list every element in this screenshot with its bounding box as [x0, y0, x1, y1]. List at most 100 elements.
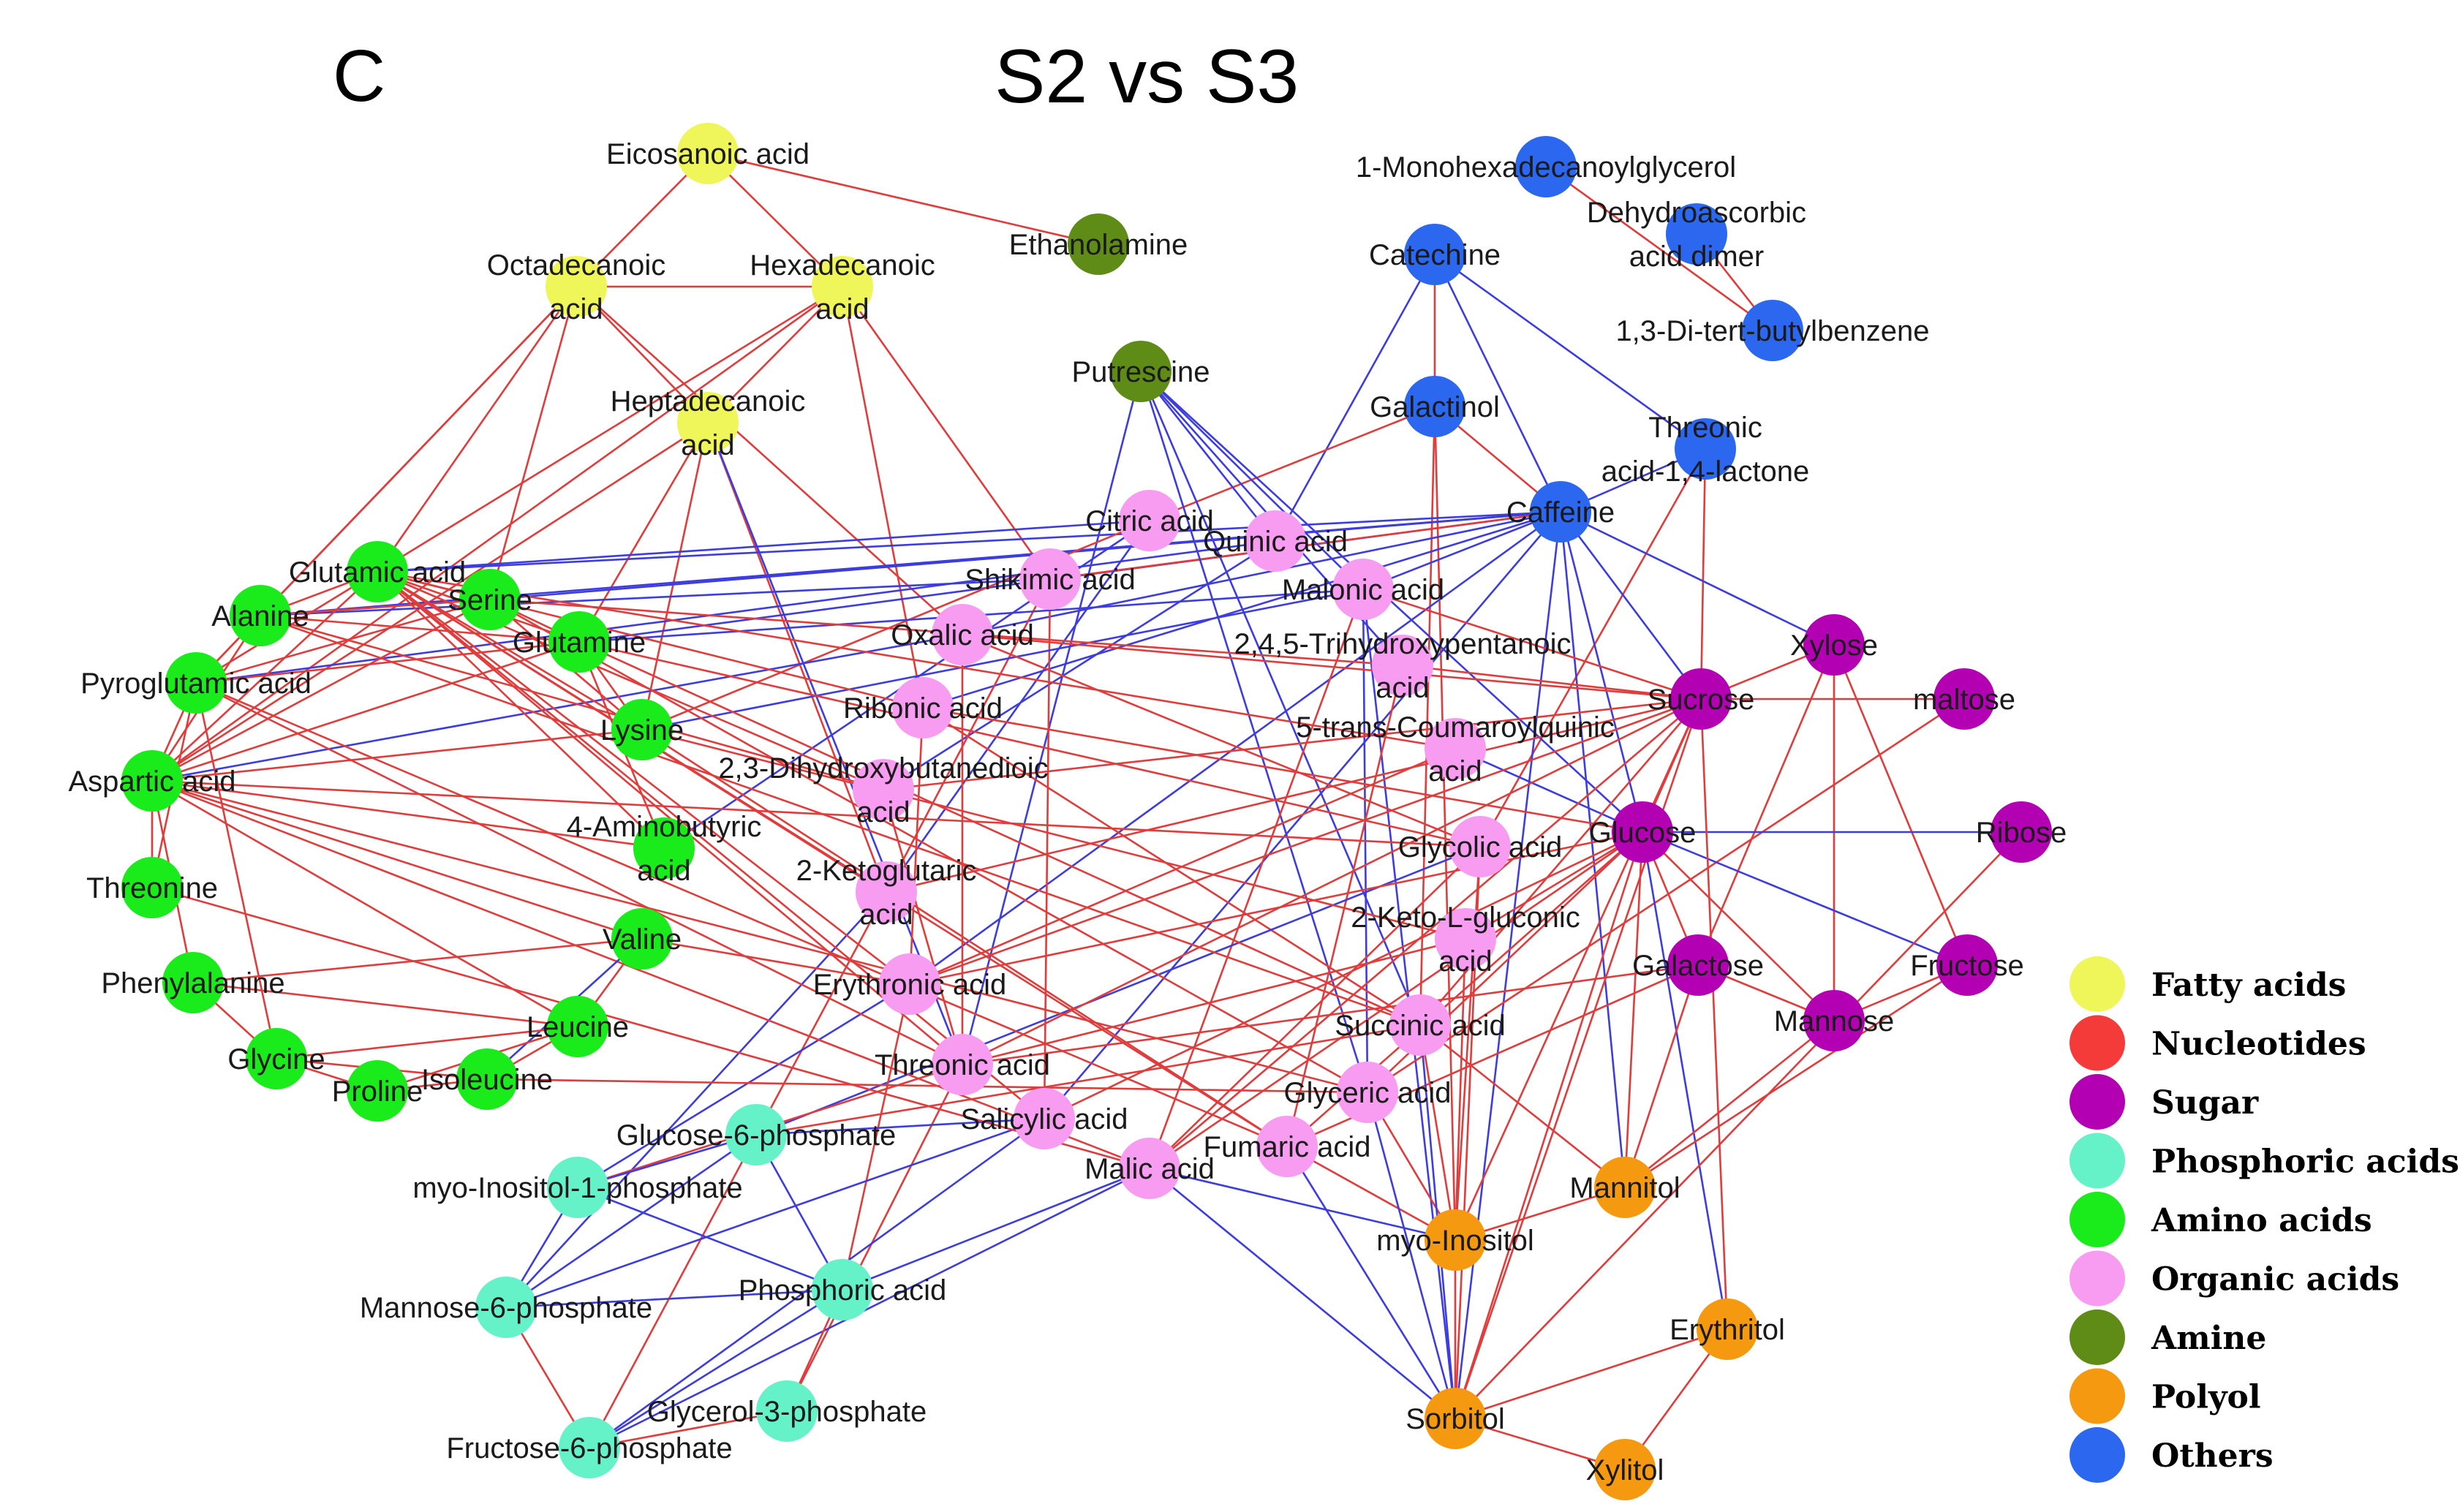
edge-heptadecanoic-ketoglutaric — [706, 422, 888, 893]
edge-ketogluconic-glucose — [1465, 831, 1643, 940]
node-erythronic[interactable] — [879, 953, 940, 1015]
edge-phenylalanine-valine — [192, 937, 643, 984]
edge-ribonic-erythronic — [908, 707, 924, 985]
edge-eicosanoic-ethanolamine — [707, 152, 1099, 246]
node-myoinositol[interactable] — [1425, 1209, 1486, 1271]
node-ethanolamine[interactable] — [1068, 213, 1129, 275]
node-ribose[interactable] — [1991, 801, 2052, 863]
node-lysine[interactable] — [611, 699, 673, 760]
node-ketoglutaric[interactable] — [856, 861, 917, 923]
node-octadecanoic[interactable] — [546, 256, 607, 317]
edge-hexadecanoic-aspartic — [151, 285, 843, 782]
node-label-shikimic: Shikimic acid — [965, 564, 1135, 596]
node-maltose[interactable] — [1933, 668, 1995, 730]
node-aminobutyric[interactable] — [633, 817, 695, 879]
node-dihydroxybutanedioic[interactable] — [853, 759, 914, 820]
node-glyceric[interactable] — [1337, 1062, 1398, 1123]
node-ketogluconic[interactable] — [1435, 908, 1496, 969]
node-malic[interactable] — [1119, 1138, 1180, 1199]
node-galactinol[interactable] — [1404, 376, 1465, 437]
node-phenylalanine[interactable] — [162, 952, 224, 1013]
node-leucine[interactable] — [547, 996, 608, 1057]
edge-myoinositol-succinic — [1419, 1024, 1457, 1241]
node-label-xylitol: Xylitol — [1586, 1454, 1664, 1486]
edge-malic-fructose6p — [589, 1167, 1150, 1449]
node-shikimic[interactable] — [1019, 548, 1081, 610]
edge-octadecanoic-heptadecanoic — [576, 286, 709, 423]
node-sucrose[interactable] — [1670, 668, 1732, 730]
node-xylose[interactable] — [1803, 614, 1865, 676]
edge-malonic-malic — [1148, 589, 1365, 1169]
node-coumaroylquinic[interactable] — [1425, 718, 1486, 779]
node-ribonic[interactable] — [892, 677, 954, 738]
node-proline[interactable] — [347, 1060, 408, 1122]
node-fumaric[interactable] — [1256, 1116, 1318, 1177]
node-fructose[interactable] — [1936, 934, 1998, 996]
edge-glyceric-aspartic — [151, 779, 1368, 1094]
node-caffeine[interactable] — [1530, 481, 1591, 543]
node-eicosanoic[interactable] — [677, 123, 739, 184]
node-succinic[interactable] — [1389, 994, 1451, 1056]
edge-oxalic-sucrose — [962, 633, 1702, 700]
node-glycerol3p[interactable] — [756, 1380, 818, 1442]
edge-salicylic-mannose6p — [505, 1117, 1045, 1309]
node-mannose[interactable] — [1803, 990, 1865, 1051]
node-putrescine[interactable] — [1110, 341, 1171, 402]
edge-succinic-glutamine — [578, 640, 1421, 1027]
node-valine[interactable] — [611, 908, 673, 969]
node-glutamic[interactable] — [347, 541, 408, 602]
node-dehydroascorbic[interactable] — [1666, 203, 1727, 265]
node-xylitol[interactable] — [1594, 1439, 1656, 1500]
node-mannitol[interactable] — [1594, 1157, 1656, 1218]
edge-pyroglutamic-glycine — [195, 682, 278, 1059]
node-label-salicylic: Salicylic acid — [961, 1103, 1128, 1135]
node-threonic[interactable] — [932, 1034, 993, 1095]
node-mannose6p[interactable] — [475, 1277, 537, 1338]
edge-sorbitol-ribose — [1455, 831, 2022, 1419]
edge-glycolic-glutamine — [578, 640, 1481, 848]
node-isoleucine[interactable] — [456, 1048, 518, 1110]
node-glucose[interactable] — [1612, 801, 1673, 863]
node-glucose6p[interactable] — [725, 1104, 787, 1165]
edge-erythronic-valine — [641, 937, 910, 986]
node-monohexadecanoylglycerol[interactable] — [1515, 136, 1577, 197]
node-sorbitol[interactable] — [1425, 1388, 1486, 1449]
edge-mannitol-mannose — [1624, 1019, 1835, 1189]
legend-label-sugar: Sugar — [2151, 1084, 2259, 1122]
node-glycolic[interactable] — [1449, 816, 1511, 877]
node-trihydroxypentanoic[interactable] — [1372, 635, 1433, 696]
edge-glutamic-lysine — [377, 570, 643, 731]
node-phosphoric[interactable] — [812, 1259, 873, 1320]
legend-swatch-fatty — [2070, 956, 2125, 1012]
node-citric[interactable] — [1119, 490, 1180, 551]
node-catechine[interactable] — [1404, 224, 1465, 285]
node-inositol1p[interactable] — [547, 1157, 608, 1218]
node-erythritol[interactable] — [1697, 1299, 1758, 1360]
node-glutamine[interactable] — [548, 611, 610, 673]
legend-swatch-others — [2070, 1427, 2125, 1483]
node-aspartic[interactable] — [121, 750, 183, 812]
edge-maltose-glyceric — [1367, 698, 1965, 1094]
node-oxalic[interactable] — [932, 604, 993, 665]
node-heptadecanoic[interactable] — [677, 392, 739, 453]
node-serine[interactable] — [459, 569, 521, 630]
node-label-dehydroascorbic: acid dimer — [1629, 241, 1765, 273]
node-glycine[interactable] — [246, 1028, 307, 1089]
node-label-mannose: Mannose — [1774, 1005, 1895, 1037]
node-alanine[interactable] — [230, 585, 291, 646]
diagram-title: S2 vs S3 — [995, 34, 1299, 119]
node-threoniclactone[interactable] — [1675, 418, 1736, 480]
node-ditertbutylbenzene[interactable] — [1742, 300, 1803, 361]
node-hexadecanoic[interactable] — [812, 256, 873, 317]
node-fructose6p[interactable] — [559, 1417, 620, 1478]
node-label-sorbitol: Sorbitol — [1406, 1403, 1505, 1435]
edge-octadecanoic-glutamic — [376, 286, 578, 572]
node-quinic[interactable] — [1245, 510, 1306, 572]
node-salicylic[interactable] — [1014, 1088, 1075, 1149]
node-galactose[interactable] — [1667, 934, 1729, 996]
node-pyroglutamic[interactable] — [165, 652, 227, 714]
node-malonic[interactable] — [1332, 559, 1394, 620]
node-threonine[interactable] — [121, 857, 183, 918]
edge-phosphoric-fructose6p — [589, 1288, 843, 1449]
edge-putrescine-quinic — [1139, 371, 1277, 542]
